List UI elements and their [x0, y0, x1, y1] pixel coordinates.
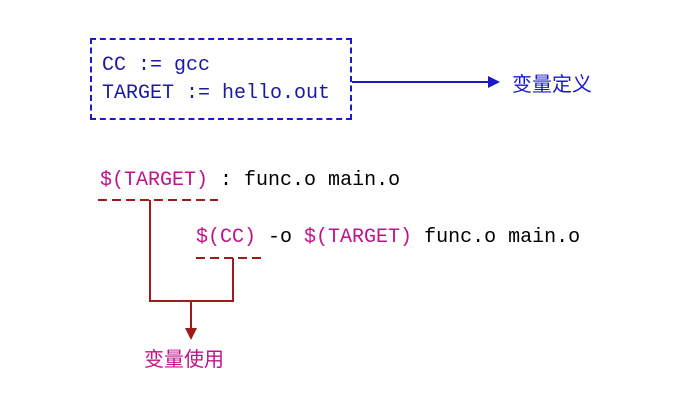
- rule-target-var: $(TARGET): [100, 169, 209, 192]
- definition-target-line: TARGET := hello.out: [102, 82, 331, 105]
- definition-cc-line: CC := gcc: [102, 54, 211, 77]
- command-flag: -o: [256, 226, 305, 249]
- rule-prerequisites: func.o main.o: [244, 169, 401, 192]
- command-line: $(CC) -o $(TARGET) func.o main.o: [196, 225, 580, 251]
- rule-line: $(TARGET) : func.o main.o: [100, 168, 400, 194]
- command-cc-var: $(CC): [196, 226, 257, 249]
- rule-separator: :: [208, 169, 245, 192]
- usage-arrow-head: [185, 328, 197, 340]
- definition-box: [90, 38, 352, 120]
- usage-label: 变量使用: [144, 347, 224, 371]
- definition-label: 变量定义: [512, 72, 592, 96]
- definition-arrow-head: [488, 76, 500, 88]
- command-args: func.o main.o: [412, 226, 581, 249]
- command-target-var: $(TARGET): [304, 226, 413, 249]
